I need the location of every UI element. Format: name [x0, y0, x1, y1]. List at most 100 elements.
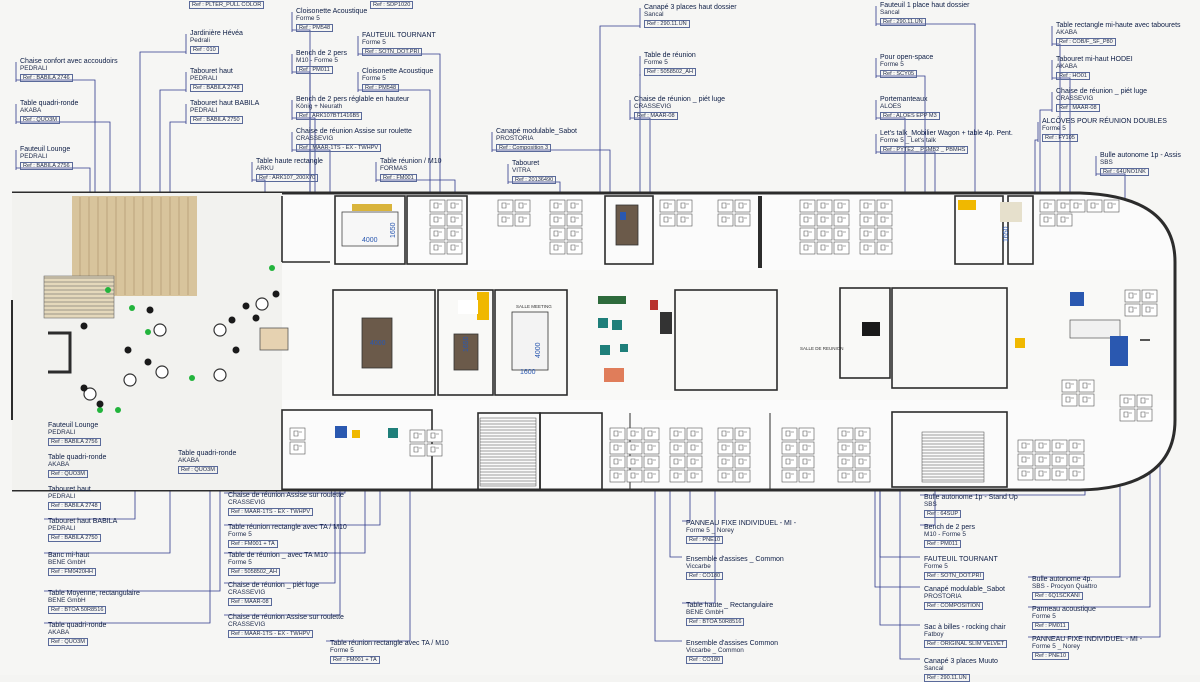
desk	[669, 455, 686, 469]
desk	[659, 213, 676, 227]
annotation-brand: CRASSEVIG	[228, 589, 266, 597]
desk	[549, 227, 566, 241]
annotation-ref: Ref : FM001	[380, 173, 417, 183]
annotation-ref: Ref : 5058502_AH	[644, 67, 697, 77]
desk	[781, 469, 798, 483]
desk	[1136, 394, 1153, 408]
annotation-title: Bench de 2 pers	[296, 50, 347, 57]
desk	[429, 213, 446, 227]
desk	[799, 241, 816, 255]
desk	[734, 469, 751, 483]
annotation-brand: CRASSEVIG	[634, 103, 672, 111]
annotation-brand: BENE GmbH	[48, 559, 86, 567]
annotation-title: Banc mi-haut	[48, 552, 90, 559]
desk	[859, 199, 876, 213]
desk	[1039, 213, 1056, 227]
annotation-ref: Ref : MAAR-1TS - EX - TWHPV	[228, 629, 314, 639]
annotation-brand: PROSTORIA	[496, 135, 534, 143]
annotation-brand: Sancal	[924, 665, 944, 673]
desk	[1034, 467, 1051, 481]
annotation-brand: Forme 5	[1032, 613, 1056, 621]
annotation-ref: Ref : FM001 + TA	[330, 655, 380, 665]
desk	[1136, 408, 1153, 422]
leader-line	[139, 51, 186, 225]
room-label: SALLE DE REUNION	[800, 346, 844, 351]
dimension-labels: 4000 1650 4000 1650 1600 4000 1650	[362, 222, 1010, 376]
desk	[549, 241, 566, 255]
desk	[289, 441, 306, 455]
desk	[426, 429, 443, 443]
desk	[876, 199, 893, 213]
dim-label: 4000	[370, 340, 386, 347]
desk	[1068, 439, 1085, 453]
desk	[798, 441, 815, 455]
desk	[833, 241, 850, 255]
desk	[669, 441, 686, 455]
desk	[1078, 379, 1095, 393]
annotation-ref: Ref : SCY05	[880, 69, 918, 79]
desk	[734, 427, 751, 441]
dim-label: 1600	[520, 369, 536, 376]
annotation-label: Ref : PLTER_PULL COLOR	[189, 0, 265, 10]
meeting-tables	[259, 204, 1121, 371]
annotation-brand: Sancal	[644, 11, 664, 19]
annotation-title: Chaise de réunion _ piét luge	[228, 582, 320, 589]
desk	[854, 441, 871, 455]
annotation-ref: Ref : BABILA 2746	[20, 73, 73, 83]
annotation-brand: Forme 5 _ Let's talk	[880, 137, 936, 145]
desk	[566, 241, 583, 255]
annotation-ref: Ref : PNE10	[1032, 651, 1070, 661]
leader-line	[292, 71, 311, 215]
annotation-brand: AKABA	[178, 457, 200, 465]
desk	[1061, 379, 1078, 393]
desk	[497, 199, 514, 213]
desk	[429, 199, 446, 213]
annotation-ref: Ref : ARK107BT1416B5	[296, 111, 363, 121]
annotation-ref: Ref : BTOA 50R8516	[48, 605, 107, 615]
desk	[566, 199, 583, 213]
annotation-brand: Forme 5	[880, 61, 904, 69]
interior-walls	[281, 195, 1150, 491]
annotation-ref: Ref : PM011	[296, 65, 333, 75]
desk	[514, 213, 531, 227]
desk	[659, 199, 676, 213]
annotation-brand: PROSTORIA	[924, 593, 962, 601]
annotation-brand: M10 - Forme 5	[924, 531, 966, 539]
annotation-brand: Forme 5	[330, 647, 354, 655]
annotation-ref: Ref : COMPOSITION	[924, 601, 984, 611]
annotation-ref: Ref : PYTE2 _ PSMB2 _ PBMHS	[880, 145, 969, 155]
annotation-title: Chaise confort avec accoudoirs	[20, 58, 118, 65]
annotation-title: Portemanteaux	[880, 96, 928, 103]
desk	[717, 199, 734, 213]
desk	[549, 213, 566, 227]
desk	[734, 199, 751, 213]
annotation-label: Ref : SDP1020	[370, 0, 414, 10]
dim-label: 1650	[390, 222, 397, 238]
annotation-ref: Ref : PLTER_PULL COLOR	[189, 1, 265, 10]
annotation-brand: ALOES	[880, 103, 902, 111]
annotation-brand: BENE GmbH	[686, 609, 724, 617]
annotation-title: PANNEAU FIXE INDIVIDUEL - MI -	[1032, 636, 1143, 643]
annotation-title: Chaise de réunion _ piét luge	[1056, 88, 1148, 95]
annotation-ref: Ref : BTOA 50R8516	[686, 617, 745, 627]
annotation-ref: Ref : 64UNO1NK	[1100, 167, 1149, 177]
annotation-title: Canapé 3 places haut dossier	[644, 4, 737, 11]
annotation-title: Jardinière Hévéa	[190, 30, 243, 37]
annotation-ref: Ref : FY105	[1042, 133, 1078, 143]
desk	[1119, 394, 1136, 408]
annotation-title: FAUTEUIL TOURNANT	[924, 556, 998, 563]
annotation-ref: Ref : ORIGINAL SLIM VELVET	[924, 639, 1008, 649]
leader-line	[224, 440, 341, 616]
annotation-title: Fauteuil 1 place haut dossier	[880, 2, 970, 9]
annotation-ref: Ref : MAAR-08	[634, 111, 678, 121]
desk	[1068, 467, 1085, 481]
